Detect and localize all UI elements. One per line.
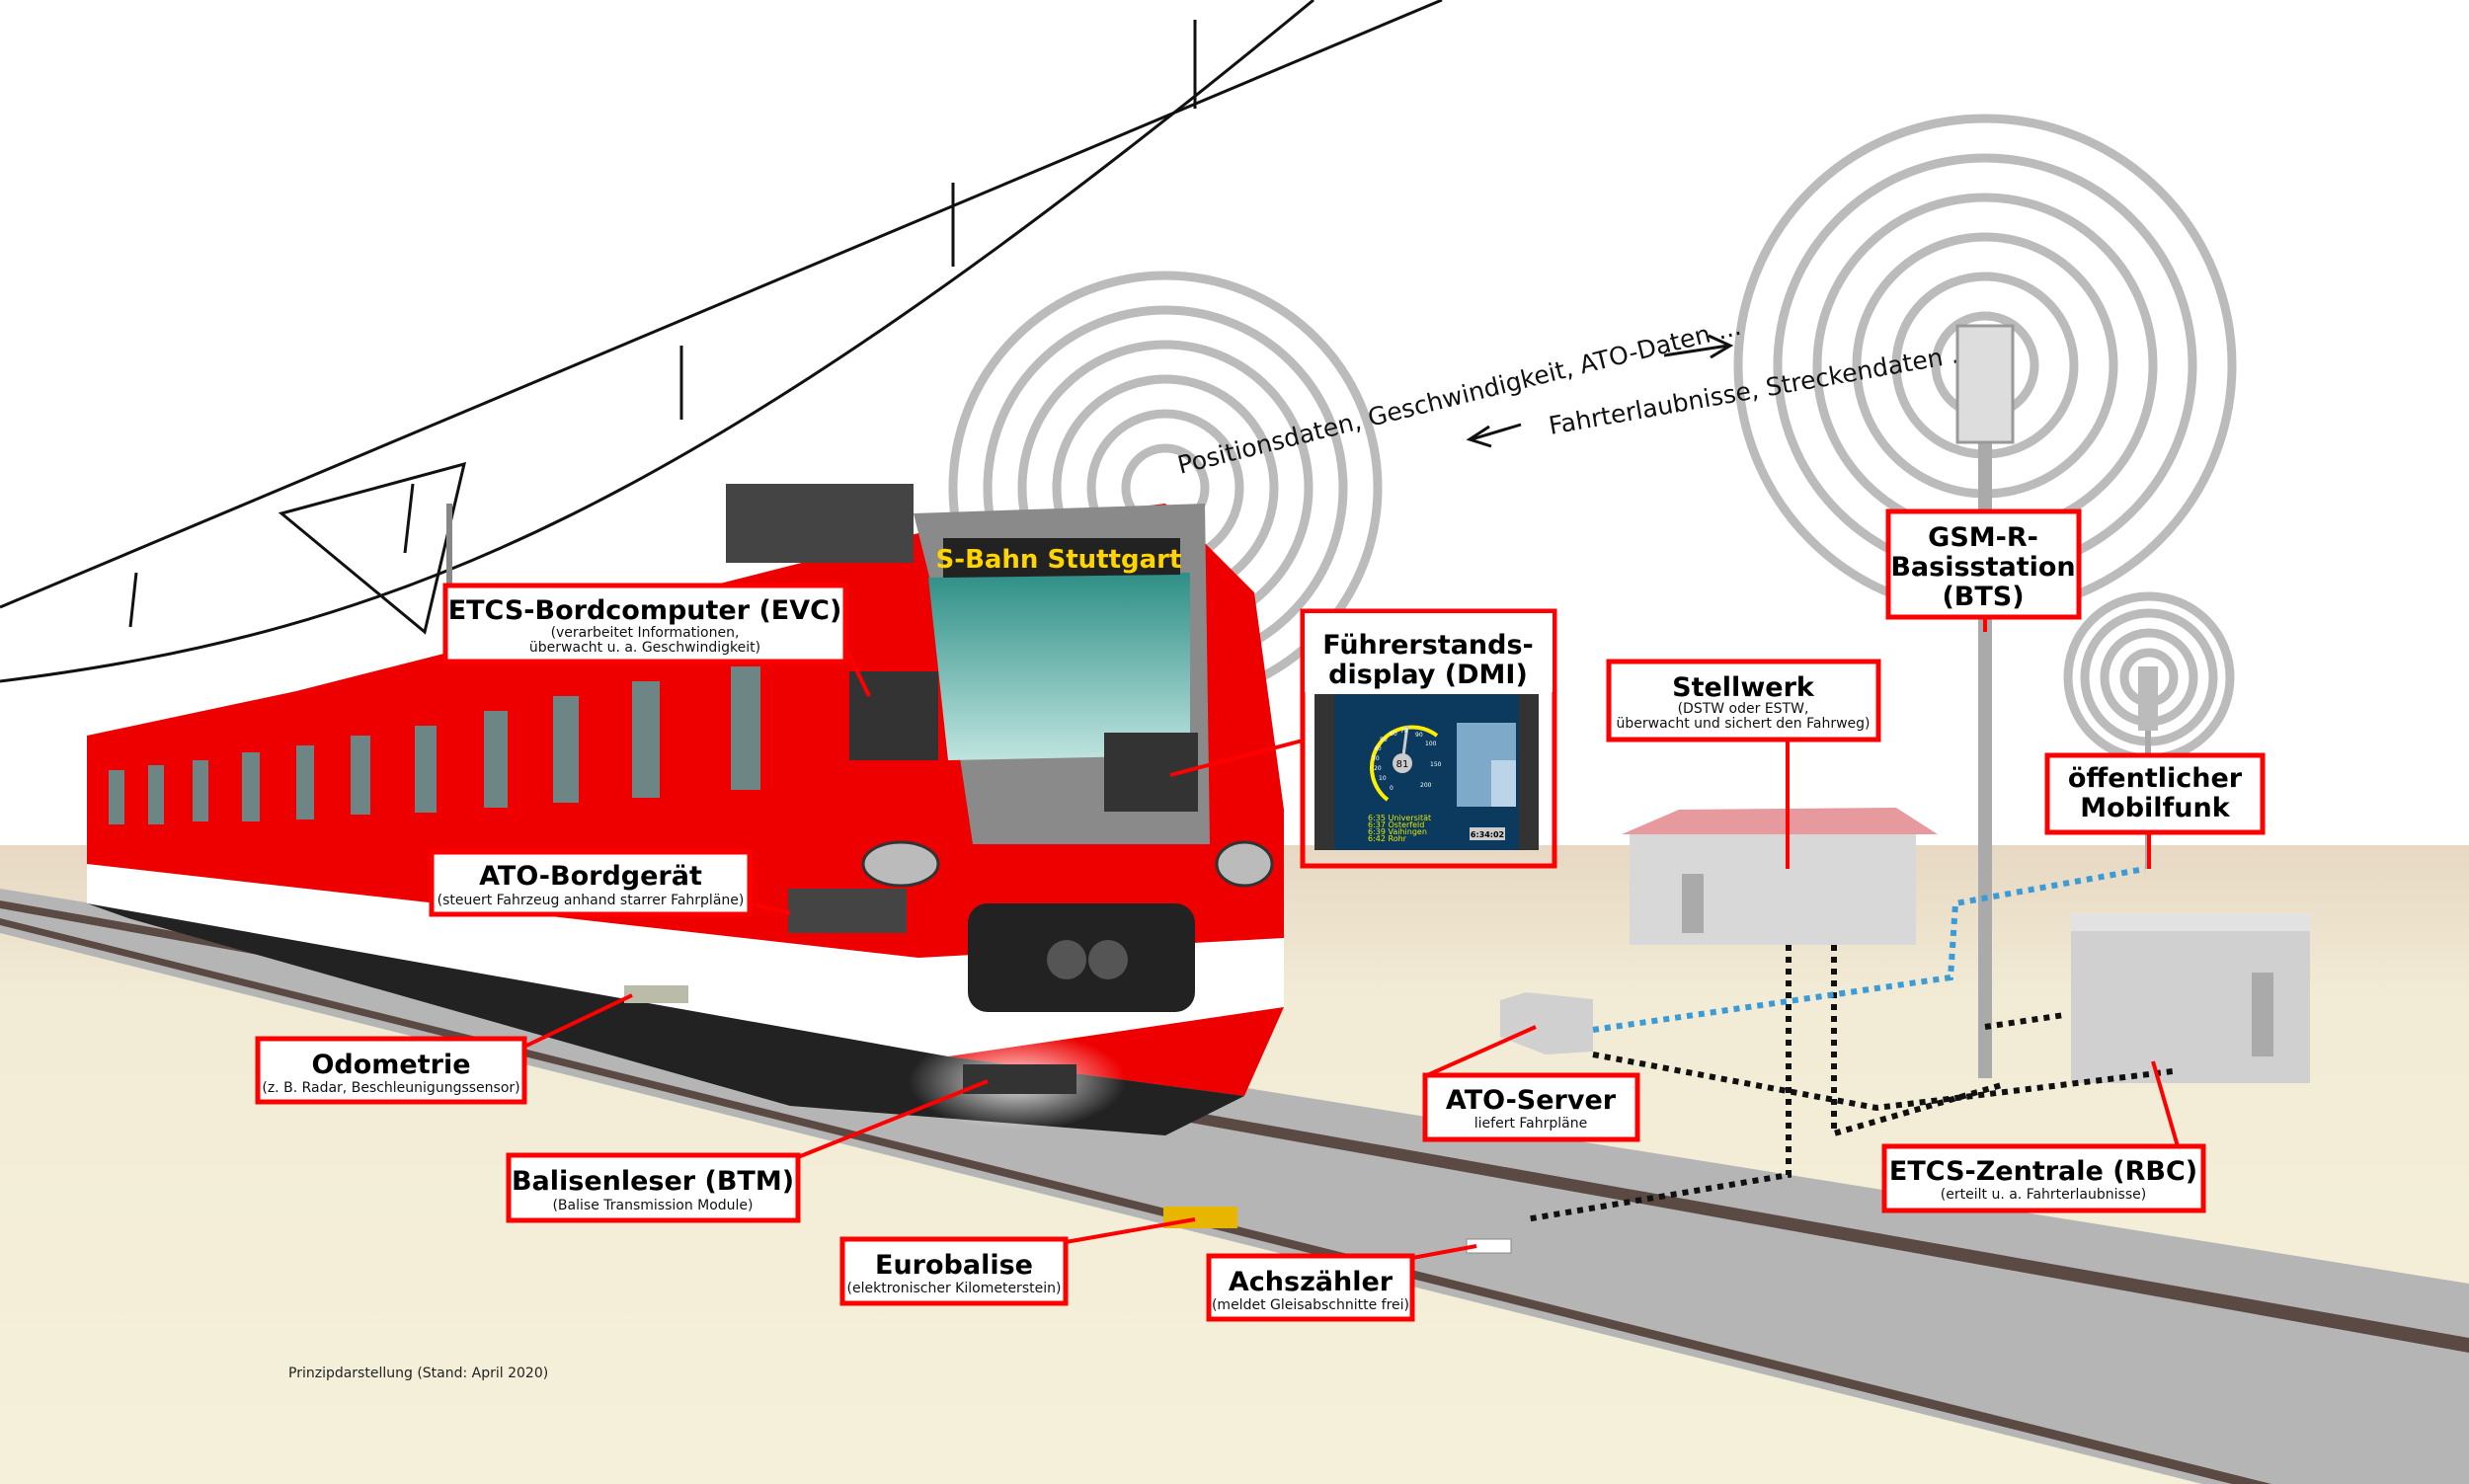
svg-text:(verarbeitet Informationen,: (verarbeitet Informationen, bbox=[551, 625, 740, 641]
svg-text:(Balise Transmission Module): (Balise Transmission Module) bbox=[552, 1198, 753, 1213]
svg-text:90: 90 bbox=[1415, 732, 1423, 739]
label-odometrie: Odometrie (z. B. Radar, Beschleunigungss… bbox=[255, 1036, 527, 1105]
svg-text:100: 100 bbox=[1425, 741, 1437, 747]
label-evc: ETCS-Bordcomputer (EVC) (verarbeitet Inf… bbox=[442, 583, 848, 664]
svg-text:(steuert Fahrzeug anhand starr: (steuert Fahrzeug anhand starrer Fahrplä… bbox=[438, 893, 745, 908]
odometry-sensor bbox=[624, 985, 688, 1003]
svg-text:GSM-R-: GSM-R- bbox=[1928, 522, 2038, 553]
svg-text:Mobilfunk: Mobilfunk bbox=[2080, 793, 2230, 823]
label-mobilfunk: öffentlicher Mobilfunk bbox=[2044, 752, 2266, 835]
svg-text:(erteilt u. a. Fahrterlaubniss: (erteilt u. a. Fahrterlaubnisse) bbox=[1941, 1187, 2146, 1203]
svg-text:Eurobalise: Eurobalise bbox=[875, 1250, 1033, 1281]
btm-antenna bbox=[963, 1064, 1076, 1094]
footer-note: Prinzipdarstellung (Stand: April 2020) bbox=[288, 1366, 548, 1381]
rbc-building bbox=[2071, 913, 2310, 1083]
label-eurobalise: Eurobalise (elektronischer Kilometerstei… bbox=[839, 1236, 1069, 1306]
svg-text:ETCS-Bordcomputer (EVC): ETCS-Bordcomputer (EVC) bbox=[448, 595, 842, 626]
label-leader-lines bbox=[523, 617, 2180, 1260]
arrow-left-icon bbox=[1466, 423, 1522, 448]
arrow-right-icon bbox=[1663, 334, 1734, 359]
svg-text:0: 0 bbox=[1390, 785, 1394, 792]
svg-text:(BTS): (BTS) bbox=[1942, 582, 2024, 612]
svg-text:Achszähler: Achszähler bbox=[1229, 1267, 1394, 1297]
ato-onboard-unit bbox=[788, 889, 907, 933]
svg-text:Basisstation: Basisstation bbox=[1890, 552, 2075, 583]
svg-text:(elektronischer Kilometerstein: (elektronischer Kilometerstein) bbox=[847, 1281, 1062, 1296]
svg-text:überwacht u. a. Geschwindigkei: überwacht u. a. Geschwindigkeit) bbox=[529, 640, 760, 656]
svg-text:40: 40 bbox=[1374, 745, 1382, 752]
svg-text:50: 50 bbox=[1380, 737, 1388, 743]
label-dmi: Führerstands- display (DMI) bbox=[1300, 608, 1557, 869]
svg-text:70: 70 bbox=[1400, 728, 1408, 735]
svg-text:liefert Fahrpläne: liefert Fahrpläne bbox=[1474, 1116, 1587, 1132]
dmi-schedule-item: 6:35 Universität bbox=[1368, 814, 1431, 822]
svg-text:(DSTW oder ESTW,: (DSTW oder ESTW, bbox=[1678, 701, 1809, 717]
label-gsm-r-bts: GSM-R- Basisstation (BTS) bbox=[1885, 508, 2082, 620]
dmi-schedule-item: 6:37 Österfeld bbox=[1368, 820, 1424, 829]
ato-server-box bbox=[1500, 992, 1593, 1054]
destination-display: S-Bahn Stuttgart bbox=[936, 545, 1182, 575]
speed-arc bbox=[1370, 725, 1439, 802]
svg-text:überwacht und sichert den Fahr: überwacht und sichert den Fahrweg) bbox=[1616, 716, 1870, 732]
s-bahn-train: S-Bahn Stuttgart bbox=[87, 484, 1284, 1135]
eurobalise-device bbox=[1163, 1207, 1237, 1228]
svg-text:ATO-Server: ATO-Server bbox=[1446, 1085, 1617, 1116]
overhead-catenary bbox=[0, 0, 1443, 683]
svg-text:10: 10 bbox=[1379, 775, 1387, 782]
stellwerk-building bbox=[1622, 808, 1938, 945]
svg-text:30: 30 bbox=[1372, 755, 1380, 762]
label-btm: Balisenleser (BTM) (Balise Transmission … bbox=[506, 1152, 801, 1223]
svg-text:Stellwerk: Stellwerk bbox=[1672, 672, 1815, 703]
dmi-clock: 6:34:02 bbox=[1471, 830, 1504, 839]
label-stellwerk: Stellwerk (DSTW oder ESTW, überwacht und… bbox=[1606, 659, 1881, 742]
dmi-schedule-item: 6:39 Vaihingen bbox=[1368, 827, 1427, 836]
svg-text:20: 20 bbox=[1374, 765, 1382, 772]
svg-text:200: 200 bbox=[1420, 782, 1432, 789]
svg-text:60: 60 bbox=[1390, 731, 1397, 738]
svg-text:Odometrie: Odometrie bbox=[311, 1050, 470, 1080]
label-rbc: ETCS-Zentrale (RBC) (erteilt u. a. Fahrt… bbox=[1881, 1143, 2206, 1213]
label-ato-server: ATO-Server liefert Fahrpläne bbox=[1422, 1072, 1640, 1142]
label-ato-onboard: ATO-Bordgerät (steuert Fahrzeug anhand s… bbox=[429, 849, 753, 917]
svg-text:(z. B. Radar, Beschleunigungs: (z. B. Radar, Beschleunigungssensor) bbox=[262, 1080, 519, 1096]
svg-text:ETCS-Zentrale (RBC): ETCS-Zentrale (RBC) bbox=[1889, 1156, 2197, 1187]
svg-text:display (DMI): display (DMI) bbox=[1328, 660, 1528, 690]
dmi-schedule-item: 6:42 Rohr bbox=[1368, 834, 1407, 843]
svg-text:150: 150 bbox=[1430, 761, 1442, 768]
svg-text:öffentlicher: öffentlicher bbox=[2068, 763, 2243, 794]
svg-text:(meldet Gleisabschnitte frei): (meldet Gleisabschnitte frei) bbox=[1212, 1297, 1409, 1313]
svg-text:Führerstands-: Führerstands- bbox=[1322, 630, 1534, 661]
svg-text:Balisenleser (BTM): Balisenleser (BTM) bbox=[512, 1166, 794, 1197]
dmi-speed: 81 bbox=[1396, 759, 1409, 770]
svg-text:ATO-Bordgerät: ATO-Bordgerät bbox=[479, 861, 702, 892]
label-achszaehler: Achszähler (meldet Gleisabschnitte frei) bbox=[1206, 1253, 1415, 1322]
